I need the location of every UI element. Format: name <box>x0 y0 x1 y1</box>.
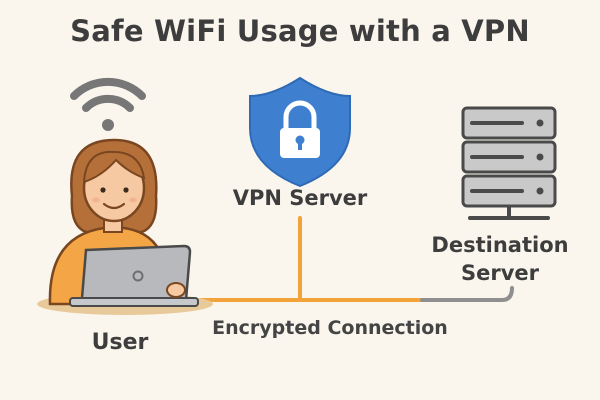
destination-label-line1: Destination <box>431 233 569 257</box>
diagram-title: Safe WiFi Usage with a VPN <box>70 14 530 48</box>
wifi-icon <box>70 77 146 131</box>
connection-lines <box>180 216 514 302</box>
vpn-server-label: VPN Server <box>232 186 368 210</box>
user-label: User <box>91 330 149 355</box>
plain-connection-line <box>420 286 514 302</box>
user-illustration <box>37 138 213 315</box>
destination-server-label: Destination Server <box>405 231 595 287</box>
destination-label-line2: Server <box>460 261 539 285</box>
encrypted-connection-label: Encrypted Connection <box>212 317 448 339</box>
shield-lock-icon <box>249 76 351 188</box>
server-icon <box>461 106 557 220</box>
